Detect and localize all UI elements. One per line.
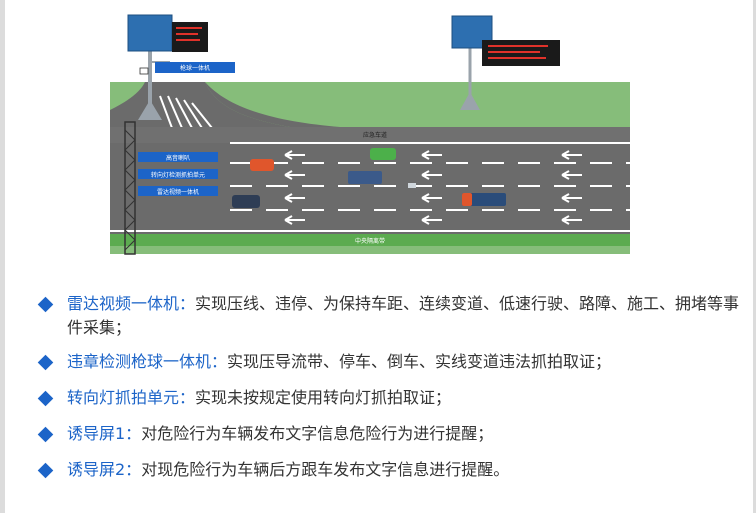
median-strip bbox=[110, 234, 630, 246]
green-car bbox=[370, 148, 396, 160]
road-diagram: 中央隔离带 应急车道 高音喇叭 转向灯检测抓拍单元 雷达视频一体机 bbox=[110, 14, 630, 255]
camera-label: 枪球一体机 bbox=[180, 64, 210, 72]
feature-name: 诱导屏1： bbox=[67, 424, 142, 443]
camera-label-box bbox=[155, 62, 235, 73]
horn-label-box bbox=[138, 152, 218, 162]
radar-label-box bbox=[138, 186, 218, 196]
feature-name: 违章检测枪球一体机： bbox=[67, 352, 228, 371]
diamond-bullet-icon bbox=[37, 462, 54, 479]
red-car bbox=[250, 159, 274, 171]
horn-label: 高音喇叭 bbox=[166, 154, 190, 162]
left-gantry bbox=[124, 121, 136, 255]
feature-item: 诱导屏1：对危险行为车辆发布文字信息危险行为进行提醒； bbox=[37, 422, 740, 446]
diamond-bullet-icon bbox=[37, 426, 54, 443]
blue-truck bbox=[348, 171, 382, 184]
orange-truck-cab bbox=[462, 193, 472, 206]
median-strip-label: 中央隔离带 bbox=[355, 237, 385, 245]
lane-lines bbox=[110, 142, 630, 232]
left-sign-pole bbox=[127, 14, 208, 120]
feature-text: 对危险行为车辆发布文字信息危险行为进行提醒； bbox=[141, 424, 494, 443]
feature-name: 诱导屏2： bbox=[67, 460, 142, 479]
feature-item: 转向灯抓拍单元：实现未按规定使用转向灯抓拍取证； bbox=[37, 386, 740, 410]
emergency-lane-label: 应急车道 bbox=[363, 131, 387, 139]
emergency-lane bbox=[110, 127, 630, 143]
feature-text: 实现压线、违停、为保持车距、连续变道、低速行驶、路障、施工、拥堵等事件采集； bbox=[67, 294, 740, 337]
feature-item: 雷达视频一体机：实现压线、违停、为保持车距、连续变道、低速行驶、路障、施工、拥堵… bbox=[37, 292, 740, 340]
feature-text: 对现危险行为车辆后方跟车发布文字信息进行提醒。 bbox=[141, 460, 510, 479]
feature-item: 诱导屏2：对现危险行为车辆后方跟车发布文字信息进行提醒。 bbox=[37, 458, 740, 482]
dark-car bbox=[232, 195, 260, 208]
turn-signal-label-box bbox=[138, 169, 218, 179]
feature-item: 违章检测枪球一体机：实现压导流带、停车、倒车、实线变道违法抓拍取证； bbox=[37, 350, 740, 374]
diamond-bullet-icon bbox=[37, 354, 54, 371]
camera-icon bbox=[139, 67, 149, 75]
diamond-bullet-icon bbox=[37, 296, 54, 313]
radar-label: 雷达视频一体机 bbox=[157, 188, 199, 196]
feature-text: 实现压导流带、停车、倒车、实线变道违法抓拍取证； bbox=[227, 352, 612, 371]
feature-text: 实现未按规定使用转向灯抓拍取证； bbox=[195, 388, 452, 407]
left-border bbox=[0, 0, 5, 513]
diamond-bullet-icon bbox=[37, 390, 54, 407]
orange-truck bbox=[462, 193, 506, 206]
gore-chevrons bbox=[159, 95, 213, 129]
debris bbox=[408, 183, 416, 188]
turn-signal-label: 转向灯检测抓拍单元 bbox=[151, 171, 205, 179]
feature-name: 雷达视频一体机： bbox=[67, 294, 196, 313]
feature-name: 转向灯抓拍单元： bbox=[67, 388, 196, 407]
right-sign-pole bbox=[451, 15, 560, 110]
ramp-curve bbox=[205, 82, 340, 127]
feature-list: 雷达视频一体机：实现压线、违停、为保持车距、连续变道、低速行驶、路障、施工、拥堵… bbox=[37, 292, 740, 494]
right-border bbox=[753, 0, 756, 513]
lane-arrows bbox=[284, 150, 582, 225]
